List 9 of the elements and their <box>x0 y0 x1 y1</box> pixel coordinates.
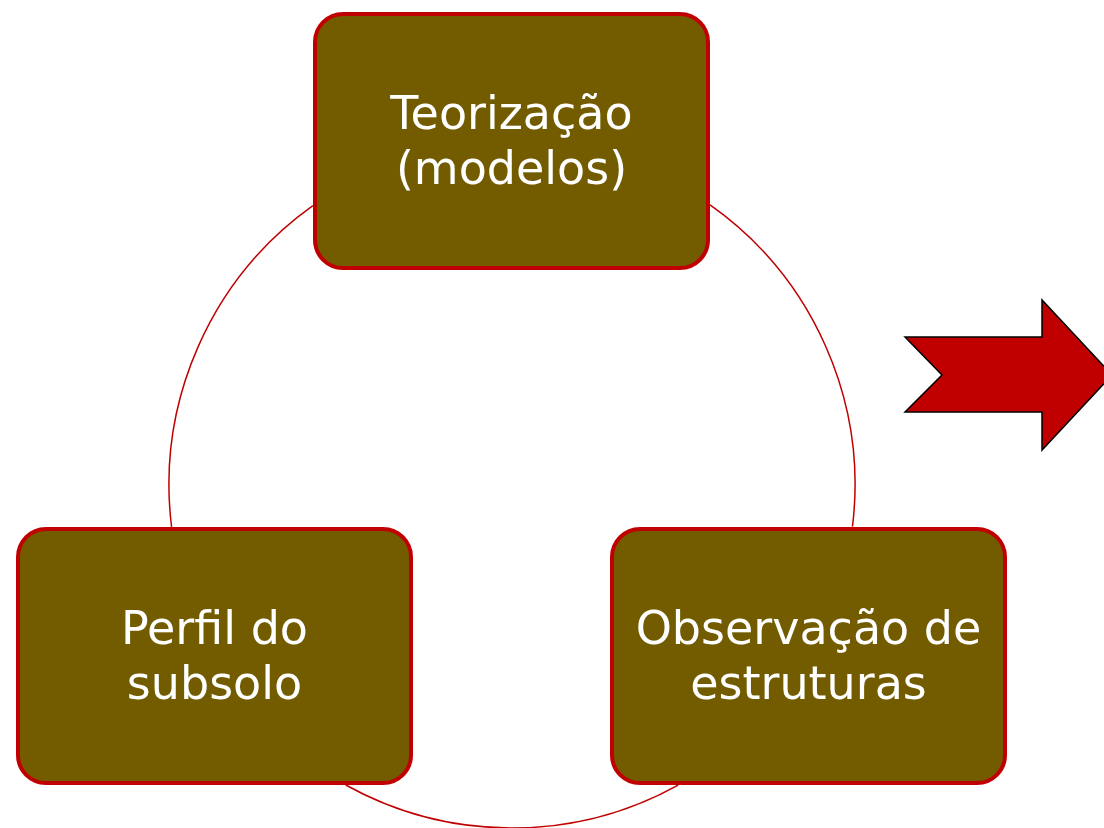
circle-arc-connector <box>709 204 856 528</box>
box-label: Perfil do subsolo <box>119 600 309 712</box>
box-label: Teorização (modelos) <box>389 85 634 197</box>
box-label: Observação de estruturas <box>634 600 983 712</box>
circle-arc-connector <box>345 784 679 828</box>
process-box <box>610 527 1007 785</box>
circle-arc-connector <box>168 204 314 528</box>
process-box <box>313 12 710 270</box>
process-box <box>16 527 413 785</box>
